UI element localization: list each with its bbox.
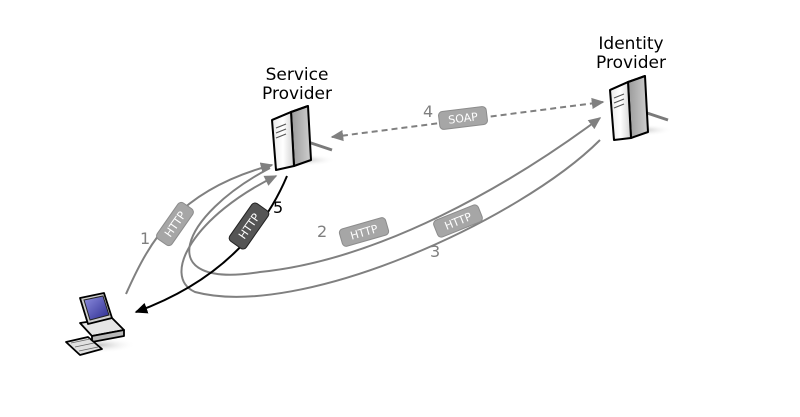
protocol-badge-step-1: HTTP bbox=[156, 201, 194, 247]
arrow-step-2 bbox=[188, 117, 602, 276]
identity-provider-title-line1: Identity bbox=[598, 34, 663, 54]
identity-provider-node: Identity Provider bbox=[596, 34, 673, 141]
step-number-5: 5 bbox=[273, 198, 283, 217]
protocol-badge-step-2: HTTP bbox=[338, 217, 390, 247]
client-computer-node bbox=[64, 292, 136, 356]
desktop-computer-icon bbox=[64, 292, 136, 356]
arrow-step-3 bbox=[180, 139, 601, 298]
service-provider-title-line2: Provider bbox=[262, 84, 332, 104]
arrow-step-4 bbox=[330, 97, 605, 142]
service-provider-node: Service Provider bbox=[262, 65, 336, 171]
step-number-1: 1 bbox=[140, 229, 150, 248]
server-tower-icon bbox=[271, 105, 336, 171]
protocol-badge-step-4: SOAP bbox=[438, 106, 488, 130]
identity-provider-title-line2: Provider bbox=[596, 53, 666, 73]
protocol-badge-step-3: HTTP bbox=[433, 204, 483, 238]
arrow-step-5 bbox=[134, 175, 288, 314]
protocol-label-step-4: SOAP bbox=[448, 110, 479, 127]
step-number-4: 4 bbox=[423, 102, 433, 121]
service-provider-title-line1: Service bbox=[266, 65, 329, 85]
protocol-badge-step-5: HTTP bbox=[228, 202, 270, 250]
server-tower-icon bbox=[609, 75, 673, 141]
step-number-2: 2 bbox=[317, 222, 327, 241]
step-number-3: 3 bbox=[430, 242, 440, 261]
